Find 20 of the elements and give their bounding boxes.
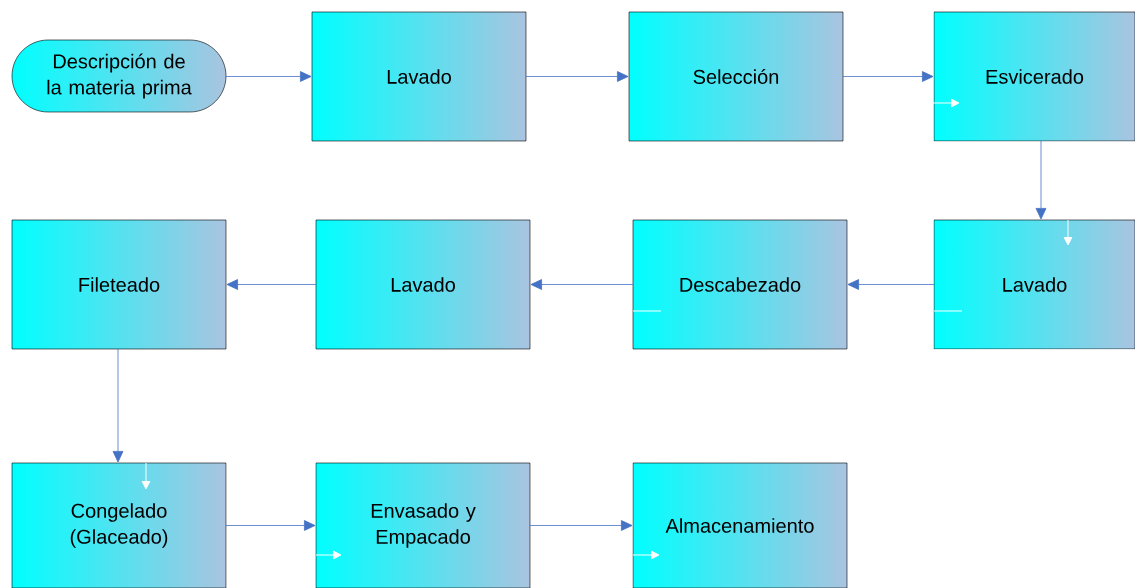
- arrow: [112, 348, 124, 463]
- arrow: [842, 71, 934, 82]
- process-box: Lavado: [933, 219, 1135, 350]
- process-box: Almacenamiento: [632, 462, 848, 588]
- process-box: Congelado (Glaceado): [11, 462, 227, 588]
- arrow: [226, 279, 317, 290]
- process-box: Descabezado: [632, 219, 848, 350]
- arrow: [847, 279, 935, 290]
- process-box: Esvicerado: [933, 11, 1135, 142]
- arrow: [225, 71, 312, 82]
- arrow: [525, 71, 629, 82]
- process-box: Envasado y Empacado: [315, 462, 531, 588]
- process-box: Lavado: [315, 219, 531, 350]
- arrow: [225, 520, 316, 531]
- arrow: [1035, 140, 1047, 220]
- process-box: Lavado: [311, 11, 527, 142]
- process-box: Selección: [628, 11, 844, 142]
- process-box: Fileteado: [11, 219, 227, 350]
- arrow: [530, 279, 634, 290]
- arrow: [529, 520, 633, 531]
